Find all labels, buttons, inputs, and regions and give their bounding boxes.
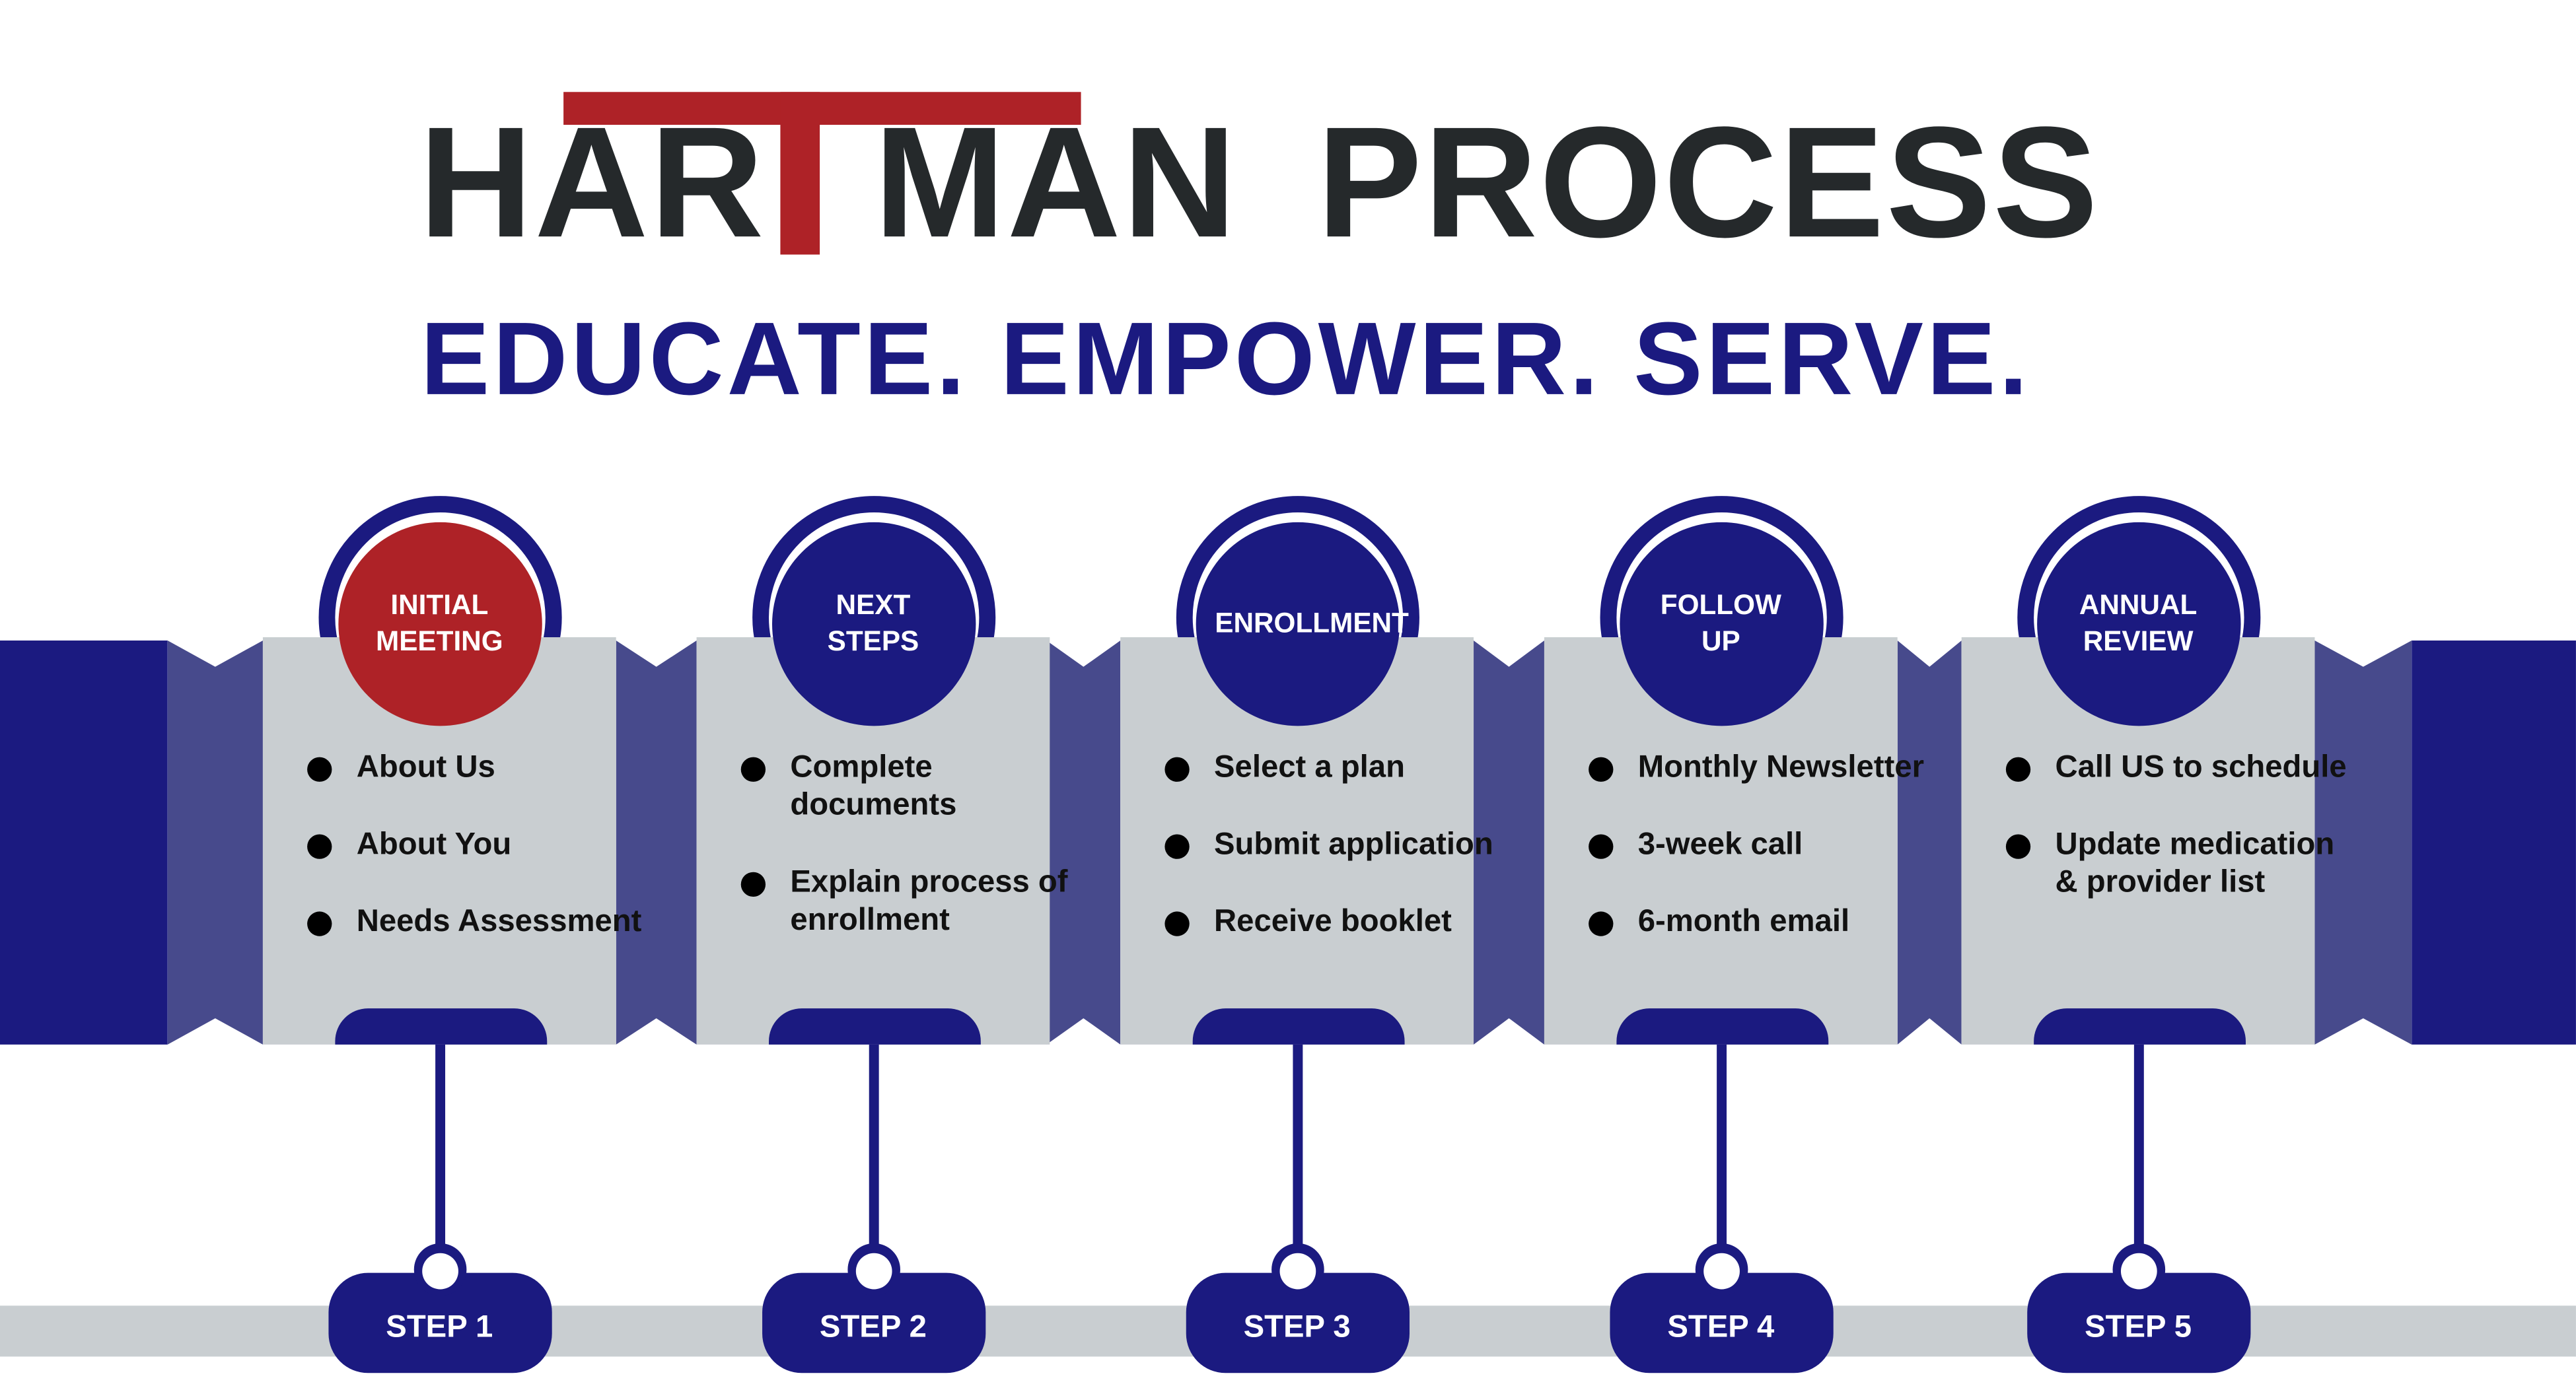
- list-item-text: About You: [356, 827, 512, 862]
- step-badge[interactable]: STEP 3: [1185, 1272, 1409, 1373]
- band-connector: [616, 641, 697, 1045]
- step-label: STEP 5: [2085, 1309, 2192, 1344]
- step-connector-line: [2133, 1044, 2143, 1259]
- band-connector: [167, 641, 263, 1045]
- bullet-icon: [307, 757, 332, 782]
- list-item-text: About Us: [356, 750, 495, 785]
- step-connector-line: [1292, 1044, 1303, 1259]
- step-label: STEP 1: [386, 1309, 493, 1344]
- bullet-icon: [1589, 757, 1614, 782]
- logo-t-stem: [780, 92, 820, 255]
- step-knob-hole: [1279, 1253, 1316, 1290]
- step-title-circle: NEXT STEPS: [771, 522, 976, 726]
- step-title: ENROLLMENT: [1215, 607, 1409, 639]
- list-item: Monthly Newsletter: [1589, 749, 1942, 786]
- step-panel-tab: [1616, 1008, 1828, 1045]
- list-item: Submit application: [1164, 826, 1518, 864]
- list-item-text: Submit application: [1214, 827, 1493, 862]
- bullet-icon: [740, 872, 766, 897]
- list-item-text: Explain process of enrollment: [790, 865, 1068, 938]
- list-item: 6-month email: [1589, 903, 1942, 941]
- title-part-process: PROCESS: [1316, 95, 2100, 271]
- logo-t-crossbar: [563, 92, 1081, 125]
- list-item: About You: [307, 826, 661, 864]
- step-title: NEXT STEPS: [827, 589, 919, 657]
- step-label: STEP 4: [1667, 1309, 1775, 1344]
- step-title-circle: INITIAL MEETING: [338, 522, 542, 726]
- list-item-text: 3-week call: [1637, 827, 1803, 862]
- step-knob-hole: [855, 1253, 892, 1290]
- step-title: FOLLOW UP: [1660, 589, 1781, 657]
- step-title-circle: FOLLOW UP: [1619, 522, 1823, 726]
- list-item-text: Complete documents: [790, 750, 957, 823]
- bullet-icon: [2005, 834, 2031, 859]
- bullet-icon: [1164, 834, 1190, 859]
- step-connector-line: [868, 1044, 878, 1259]
- step-panel-tab: [2032, 1008, 2245, 1045]
- step-label: STEP 2: [819, 1309, 927, 1344]
- bullet-icon: [740, 757, 766, 782]
- band-connector: [1897, 641, 1962, 1045]
- band-right-block: [2412, 641, 2576, 1045]
- bullet-icon: [1164, 911, 1190, 936]
- step-panel-tab: [334, 1008, 546, 1045]
- bullet-icon: [307, 834, 332, 859]
- list-item: Update medication & provider list: [2005, 826, 2359, 901]
- step-title-circle: ENROLLMENT: [1195, 522, 1409, 726]
- step-knob-hole: [421, 1253, 458, 1290]
- list-item: Needs Assessment: [307, 903, 661, 941]
- step-title: ANNUAL REVIEW: [2079, 589, 2198, 657]
- band-connector: [1474, 641, 1544, 1045]
- list-item: 3-week call: [1589, 826, 1942, 864]
- step-title-circle: ANNUAL REVIEW: [2036, 522, 2240, 726]
- list-item: Call US to schedule: [2005, 749, 2359, 786]
- band-connector: [2314, 641, 2412, 1045]
- step-knob-hole: [2120, 1253, 2157, 1290]
- step-connector-line: [1715, 1044, 1726, 1259]
- list-item: Receive booklet: [1164, 903, 1518, 941]
- bullet-icon: [307, 911, 332, 936]
- list-item: Explain process of enrollment: [740, 864, 1094, 939]
- bullet-icon: [1589, 834, 1614, 859]
- bullet-icon: [1589, 911, 1614, 936]
- step-knob-hole: [1702, 1253, 1739, 1290]
- band-left-block: [0, 641, 168, 1045]
- bullet-icon: [1164, 757, 1190, 782]
- step-badge[interactable]: STEP 4: [1609, 1272, 1833, 1373]
- list-item-text: 6-month email: [1637, 905, 1850, 940]
- list-item: About Us: [307, 749, 661, 786]
- band-connector: [1046, 641, 1121, 1045]
- list-item-text: Select a plan: [1214, 750, 1405, 785]
- list-item-text: Call US to schedule: [2055, 750, 2347, 785]
- list-item-text: Monthly Newsletter: [1637, 750, 1925, 785]
- step-connector-line: [434, 1044, 445, 1259]
- list-item-text: Needs Assessment: [356, 905, 642, 940]
- bullet-icon: [2005, 757, 2031, 782]
- step-title: INITIAL MEETING: [375, 589, 503, 657]
- step-label: STEP 3: [1243, 1309, 1351, 1344]
- list-item-text: Receive booklet: [1214, 905, 1452, 940]
- title-part-har: HAR: [419, 95, 766, 271]
- step-panel-tab: [768, 1008, 980, 1045]
- list-item: Select a plan: [1164, 749, 1518, 786]
- title-part-man: MAN: [874, 95, 1238, 271]
- tagline: EDUCATE. EMPOWER. SERVE.: [420, 302, 2031, 417]
- step-panel-tab: [1192, 1008, 1404, 1045]
- list-item: Complete documents: [740, 749, 1094, 824]
- step-item-list: Monthly Newsletter 3-week call 6-month ema…: [1589, 749, 1942, 981]
- list-item-text: Update medication & provider list: [2055, 827, 2335, 900]
